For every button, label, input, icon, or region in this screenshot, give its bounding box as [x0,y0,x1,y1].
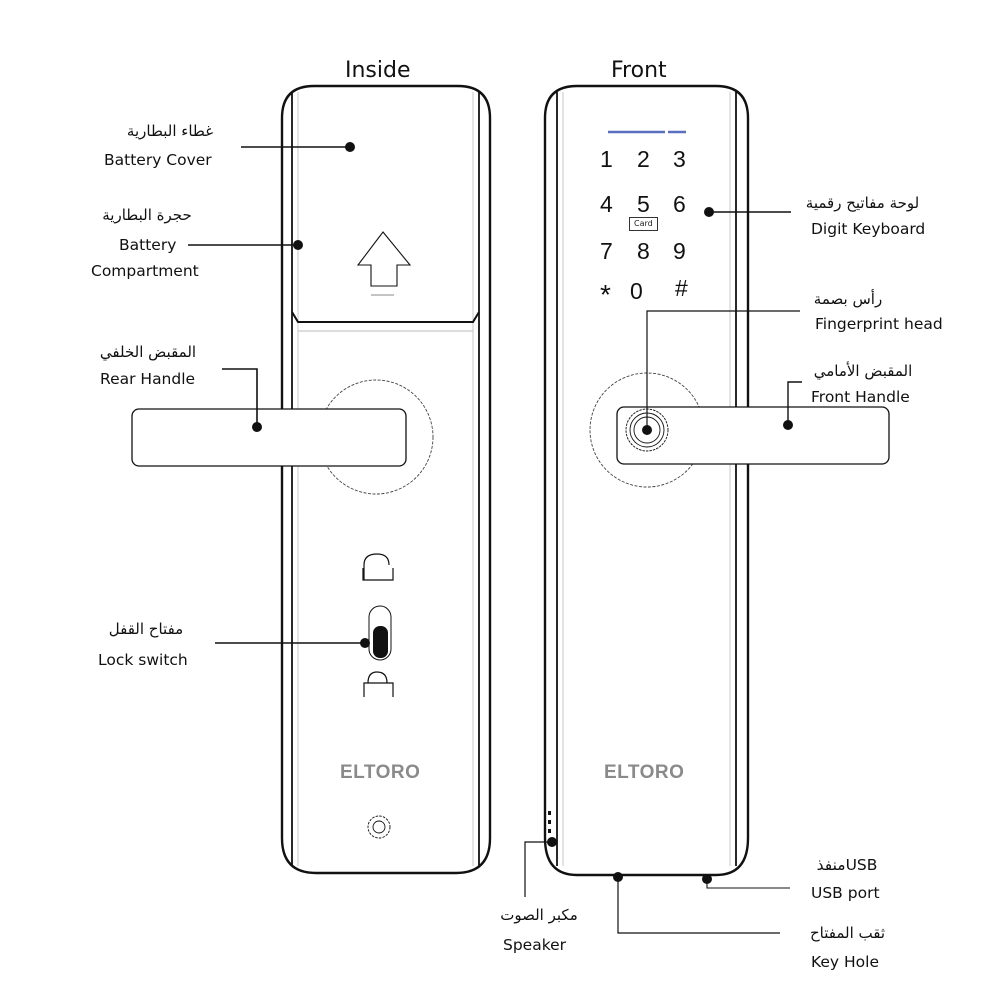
card-reader-area[interactable]: Card [629,217,658,231]
battery-cover-label-ar: غطاء البطارية [126,122,214,140]
rear-handle-rosette [318,379,434,495]
usb-port-label-ar: USBمنفذ [816,856,878,874]
fingerprint-head-label-ar: رأس بصمة [813,290,883,308]
battery-compartment-label-en-line2: Compartment [91,262,199,280]
keypad-key[interactable]: 3 [673,146,686,172]
front-handle-label-ar: المقبض الأمامي [813,362,913,380]
speaker-hole [548,829,551,833]
keypad-key[interactable]: 0 [630,278,643,304]
inside-view-title: Inside [345,58,411,83]
battery-compartment-label-en: Battery [119,236,177,254]
keypad-key[interactable]: 2 [637,146,650,172]
unlocked-padlock-icon [362,553,394,581]
rear-handle-label-en: Rear Handle [100,370,196,388]
callout-dot-rear-handle [252,422,262,432]
battery-compartment-label-ar: حجرة البطارية [102,206,192,224]
callout-dot-key-hole [613,872,623,882]
callout-dot-usb-port [702,874,712,884]
lock-switch-track [368,605,392,661]
battery-cover-edge [291,311,480,323]
keypad-key-hash[interactable]: # [675,275,688,301]
lock-switch-knob[interactable] [373,626,388,658]
callout-dot-battery-compartment [293,240,303,250]
digit-keyboard-label-ar: لوحة مفاتيح رقمية [805,194,920,212]
keypad-key[interactable]: 1 [600,146,613,172]
callout-line-key-hole [617,877,780,934]
keypad-key-star[interactable]: * [600,279,611,310]
inside-panel [131,84,492,875]
front-handle-label-en: Front Handle [811,388,910,406]
locked-padlock-icon [363,671,394,697]
callout-line-rear-handle [222,368,258,427]
keypad-key[interactable]: 4 [600,191,613,217]
usb-port-label-en: USB port [811,884,880,902]
inside-panel-outline [280,84,492,875]
front-brand-logo: ELTORO [604,762,685,783]
keypad-key[interactable]: 6 [673,191,686,217]
speaker-hole [548,811,551,815]
lock-switch-label-en: Lock switch [98,651,188,669]
lock-switch-label-ar: مفتاح القفل [108,620,184,638]
callout-dot-front-handle [783,420,793,430]
front-panel [543,84,890,877]
speaker-label-en: Speaker [503,936,567,954]
callout-line-speaker [524,841,551,897]
callout-dot-digit-keyboard [704,207,714,217]
front-handle-lever [616,406,890,465]
callout-line-usb-port [706,879,790,889]
callout-dot-lock-switch [360,638,370,648]
key-hole-label-en: Key Hole [811,953,880,971]
rear-handle-label-ar: المقبض الخلفي [99,343,197,361]
inside-keyhole-outer [367,815,391,839]
callout-dot-battery-cover [345,142,355,152]
rear-handle-lever [131,408,407,467]
keypad-key[interactable]: 7 [600,238,613,264]
speaker-label-ar: مكبر الصوت [500,906,578,924]
front-view-title: Front [611,58,667,83]
callout-dot-fingerprint-head [642,425,652,435]
battery-cover-label-en: Battery Cover [104,151,212,169]
keypad-key[interactable]: 8 [637,238,650,264]
speaker-hole [548,820,551,824]
callout-dot-speaker [547,837,557,847]
inside-keyhole-inner [372,820,386,834]
callout-lines [188,142,802,934]
arrow-up-icon [356,231,412,287]
callout-line-fingerprint-head [646,310,800,430]
keypad-key[interactable]: 9 [673,238,686,264]
fingerprint-head-label-en: Fingerprint head [815,315,943,333]
keypad-key[interactable]: 5 [637,191,650,217]
key-hole-label-ar: ثقب المفتاح [809,924,886,942]
front-panel-outline [543,84,750,877]
callout-line-front-handle [787,381,802,425]
digit-keyboard-label-en: Digit Keyboard [811,220,926,238]
inside-brand-logo: ELTORO [340,762,421,783]
